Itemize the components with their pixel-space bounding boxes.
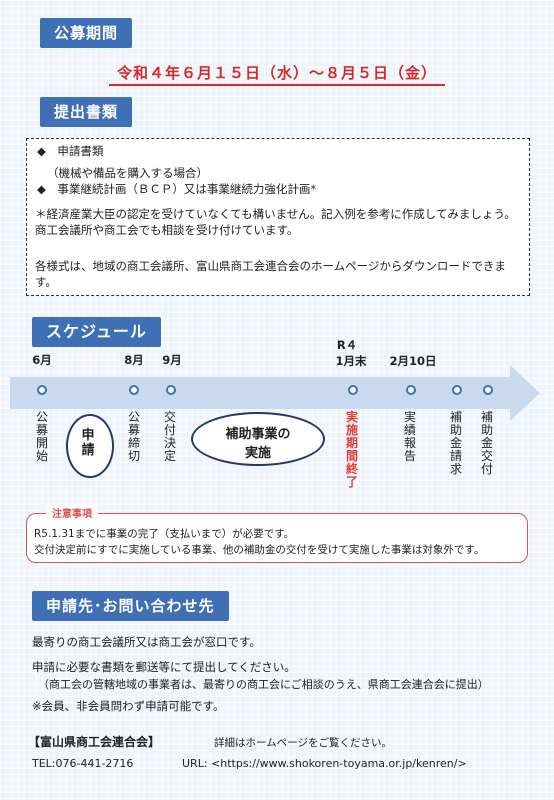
doc-item-note: （機械や備品を購入する場合） xyxy=(47,166,208,180)
notice-box: R5.1.31までに事業の完了（支払いまで）が必要です。 交付決定前にすでに実施… xyxy=(26,513,528,563)
event-call-deadline: 公募締切 xyxy=(127,410,140,463)
period-heading: 公募期間 xyxy=(40,18,133,48)
event-application: 申請 xyxy=(81,428,95,458)
tl-label-r4: R４ xyxy=(336,338,358,352)
timeline-dot-september xyxy=(166,385,176,395)
implementation-ellipse: 補助事業の 実施 xyxy=(191,412,325,466)
contact-line2: 申請に必要な書類を郵送等にて提出してください。 xyxy=(32,660,296,674)
implementation-line2: 実施 xyxy=(244,446,271,461)
application-period: 令和４年６月１５日（水）～８月５日（金） xyxy=(0,62,554,86)
tl-label-feb10: 2月10日 xyxy=(389,354,437,368)
contact-url[interactable]: URL: <https://www.shokoren-toyama.or.jp/… xyxy=(182,757,467,770)
doc-note: ＊経済産業大臣の認定を受けていなくても構いません。記入例を参考に作成してみましょ… xyxy=(35,207,516,237)
timeline-dot-subsidy-grant xyxy=(483,385,493,395)
event-grant-decision: 交付決定 xyxy=(163,410,176,463)
application-ellipse xyxy=(66,414,114,478)
event-subsidy-request: 補助金請求 xyxy=(449,410,462,476)
timeline-dot-august xyxy=(129,385,139,395)
timeline-dot-june xyxy=(37,385,47,395)
doc-item-bcp: ◆ 事業継続計画（ＢＣＰ）又は事業継続力強化計画* xyxy=(37,182,317,196)
tl-label-end-january: 1月末 xyxy=(335,354,367,368)
timeline-dot-subsidy-request xyxy=(452,385,462,395)
event-call-start: 公募開始 xyxy=(35,410,48,463)
timeline-arrow xyxy=(10,365,540,421)
contact-org: 【富山県商工会連合会】 xyxy=(28,735,161,749)
timeline-dot-feb10 xyxy=(406,385,416,395)
event-results-report: 実績報告 xyxy=(403,410,416,463)
contact-line1: 最寄りの商工会議所又は商工会が窓口です。 xyxy=(32,635,261,649)
contact-line4: ※会員、非会員問わず申請可能です。 xyxy=(32,699,225,713)
schedule-heading: スケジュール xyxy=(32,317,161,347)
contact-detail: 詳細はホームページをご覧ください。 xyxy=(214,737,392,749)
documents-heading: 提出書類 xyxy=(40,97,133,127)
period-text: 令和４年６月１５日（水）～８月５日（金） xyxy=(108,64,445,86)
event-period-end: 実施期間終了 xyxy=(345,410,358,489)
tl-label-june: 6月 xyxy=(32,353,52,367)
doc-download-note: 各様式は、地域の商工会議所、富山県商工会連合会のホームページからダウンロードでき… xyxy=(35,259,506,289)
notice-line2: 交付決定前にすでに実施している事業、他の補助金の交付を受けて実施した事業は対象外… xyxy=(34,544,485,556)
timeline-dot-end-january xyxy=(348,385,358,395)
event-subsidy-grant: 補助金交付 xyxy=(480,410,493,476)
implementation-line1: 補助事業の xyxy=(225,427,291,442)
doc-item-application: ◆ 申請書類 xyxy=(37,144,104,158)
notice-line1: R5.1.31までに事業の完了（支払いまで）が必要です。 xyxy=(34,528,295,540)
tl-label-september: 9月 xyxy=(162,353,182,367)
documents-box: ◆ 申請書類 （機械や備品を購入する場合） ◆ 事業継続計画（ＢＣＰ）又は事業継… xyxy=(26,138,530,296)
contact-tel: TEL:076-441-2716 xyxy=(32,757,134,770)
tl-label-august: 8月 xyxy=(124,353,144,367)
contact-heading: 申請先･お問い合わせ先 xyxy=(32,591,229,621)
contact-line3: （商工会の管轄地域の事業者は、最寄りの商工会にご相談のうえ、県商工会連合会に提出… xyxy=(38,678,489,691)
notice-label: 注意事項 xyxy=(46,505,98,520)
